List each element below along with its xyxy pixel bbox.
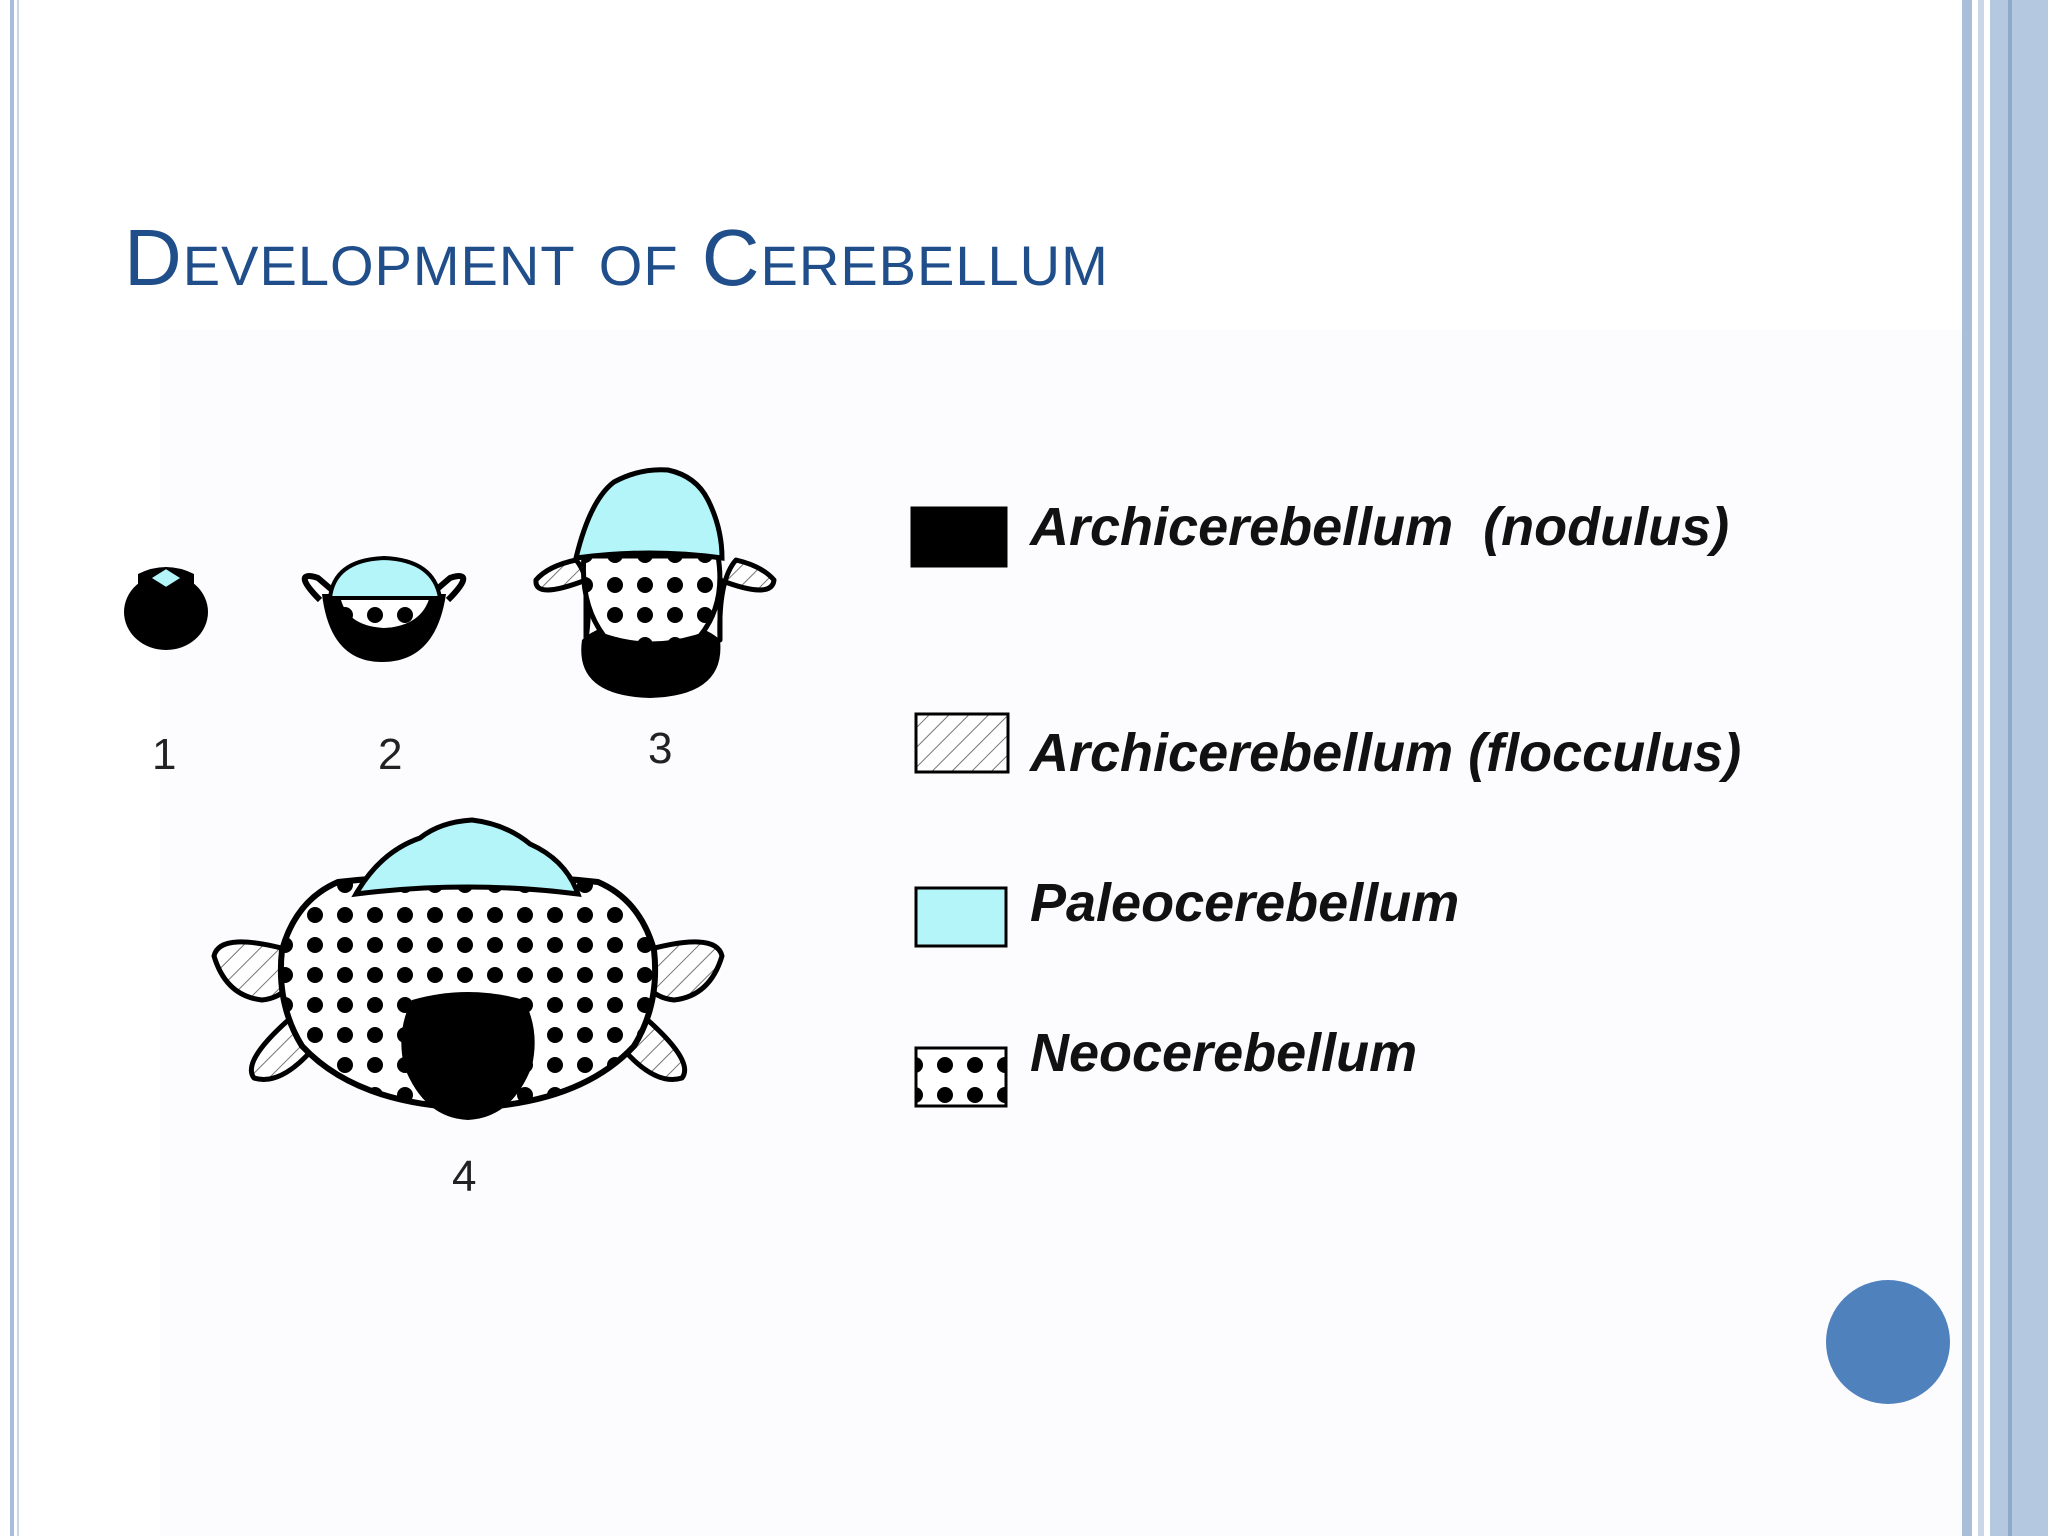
legend-swatch-flocculus (914, 712, 1010, 774)
stage-3-label: 3 (648, 724, 673, 773)
stage-3-drawing (533, 467, 777, 698)
legend-swatch-nodulus (910, 506, 1008, 568)
legend-swatch-neo (914, 1046, 1008, 1108)
frame-left-border (10, 0, 14, 1536)
slide-decoration-circle (1826, 1280, 1950, 1404)
legend-label-neo: Neocerebellum (1030, 1023, 1418, 1083)
legend-label-paleo: Paleocerebellum (1030, 873, 1460, 933)
legend-label-nodulus: Archicerebellum (nodulus) (1030, 497, 1730, 557)
stage-2-drawing (301, 555, 467, 662)
stage-1-drawing (124, 566, 208, 650)
stage-1-label: 1 (152, 730, 177, 779)
frame-right-border-inner (1978, 0, 1984, 1536)
slide-title: Development of Cerebellum (124, 213, 1109, 302)
frame-right-stripe (1990, 0, 2048, 1536)
frame-right-stripe-line (2008, 0, 2012, 1536)
stage-2-label: 2 (378, 730, 403, 779)
frame-left-border-inner (17, 0, 19, 1536)
legend-label-flocculus: Archicerebellum (flocculus) (1030, 723, 1742, 783)
stage-4-drawing (211, 817, 725, 1120)
stage-4-label: 4 (452, 1152, 477, 1201)
legend-swatch-paleo (914, 886, 1008, 948)
frame-right-border (1962, 0, 1972, 1536)
